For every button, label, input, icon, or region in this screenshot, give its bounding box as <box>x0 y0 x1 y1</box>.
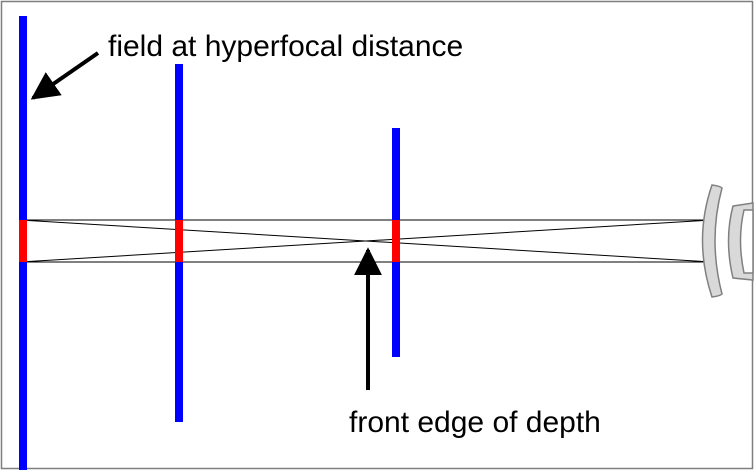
arrow-to-hyperfocal-field <box>30 51 100 100</box>
label-front-edge: front edge of depth <box>349 406 601 439</box>
blur-segment-hyperfocal <box>19 220 27 262</box>
ray-bundle <box>19 219 713 263</box>
ray-cross-up <box>19 219 713 263</box>
blur-segment-front-edge <box>392 220 400 262</box>
lens-icon <box>701 184 754 298</box>
label-hyperfocal: field at hyperfocal distance <box>108 30 463 63</box>
blur-segment-middle <box>175 220 183 262</box>
